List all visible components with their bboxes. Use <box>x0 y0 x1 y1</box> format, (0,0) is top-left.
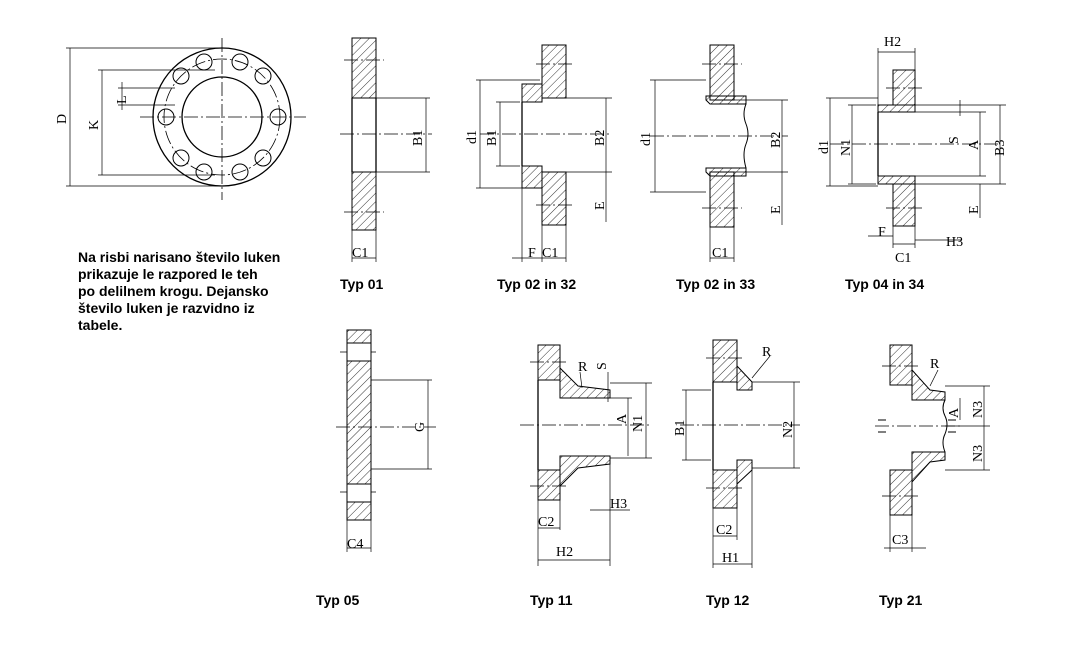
label-C4: C4 <box>347 537 363 552</box>
label-C1: C1 <box>895 251 911 266</box>
label-d1: d1 <box>465 130 480 144</box>
bolt-holes <box>157 53 287 181</box>
label-B2: B2 <box>769 132 784 148</box>
label-B2: B2 <box>593 130 608 146</box>
typ-02-32-section: d1 B1 B2 E F C1 <box>465 44 612 262</box>
label-E: E <box>967 205 982 214</box>
label-C1: C1 <box>352 246 368 261</box>
label-E: E <box>593 201 608 210</box>
note-line: število luken je razvidno iz <box>78 300 255 316</box>
label-C1: C1 <box>542 246 558 261</box>
label-S: S <box>947 136 962 144</box>
label-N2: N2 <box>781 421 796 438</box>
note-line: Na risbi narisano število luken <box>78 249 281 265</box>
label-C2: C2 <box>716 523 732 538</box>
label-A: A <box>967 139 982 150</box>
label-C1: C1 <box>712 246 728 261</box>
typ-21-section: R A N3 N3 C3 <box>875 344 990 552</box>
typ-01-section: B1 C1 <box>340 37 432 262</box>
label-H3: H3 <box>610 497 627 512</box>
label-d1: d1 <box>817 140 832 154</box>
label-H1: H1 <box>722 551 739 566</box>
label-B1: B1 <box>673 420 688 436</box>
label-R: R <box>930 357 940 372</box>
caption-typ-12: Typ 12 <box>706 592 750 608</box>
label-N3: N3 <box>971 445 986 462</box>
label-B1: B1 <box>485 130 500 146</box>
label-H2: H2 <box>556 545 573 560</box>
caption-typ-11: Typ 11 <box>530 592 573 608</box>
label-E: E <box>769 205 784 214</box>
label-C3: C3 <box>892 533 908 548</box>
label-N3: N3 <box>971 401 986 418</box>
label-G: G <box>413 422 428 432</box>
note-line: prikazuje le razpored le teh <box>78 266 258 282</box>
caption-typ-01: Typ 01 <box>340 276 384 292</box>
label-C2: C2 <box>538 515 554 530</box>
label-H2: H2 <box>884 35 901 50</box>
caption-typ-02-32: Typ 02 in 32 <box>497 276 576 292</box>
typ-04-34-section: H2 d1 N1 S A B3 E F H3 C1 <box>817 35 1008 266</box>
label-K: K <box>87 120 102 130</box>
caption-typ-21: Typ 21 <box>879 592 923 608</box>
label-d1: d1 <box>639 132 654 146</box>
typ-05-section: G C4 <box>336 329 436 552</box>
label-B3: B3 <box>993 140 1008 156</box>
caption-typ-02-33: Typ 02 in 33 <box>676 276 755 292</box>
drawing-note: Na risbi narisano število luken prikazuj… <box>78 249 318 334</box>
label-N1: N1 <box>839 139 854 156</box>
typ-02-33-section: d1 B2 E C1 <box>639 44 788 262</box>
label-A: A <box>947 407 962 418</box>
label-S: S <box>595 362 610 370</box>
caption-typ-05: Typ 05 <box>316 592 360 608</box>
label-R: R <box>762 345 772 360</box>
typ-11-section: R S A N1 H3 C2 H2 <box>520 344 652 566</box>
typ-12-section: R B1 N2 C2 H1 <box>673 339 800 568</box>
label-B1: B1 <box>411 130 426 146</box>
label-H3: H3 <box>946 235 963 250</box>
label-R: R <box>578 360 588 375</box>
label-F: F <box>878 225 886 240</box>
note-line: tabele. <box>78 317 123 333</box>
label-L: L <box>115 95 130 104</box>
label-N1: N1 <box>631 415 646 432</box>
flange-top-view: D K L <box>55 38 306 200</box>
label-A: A <box>615 413 630 424</box>
note-line: po delilnem krogu. Dejansko <box>78 283 269 299</box>
label-D: D <box>55 114 70 124</box>
label-F: F <box>528 246 536 261</box>
caption-typ-04-34: Typ 04 in 34 <box>845 276 924 292</box>
